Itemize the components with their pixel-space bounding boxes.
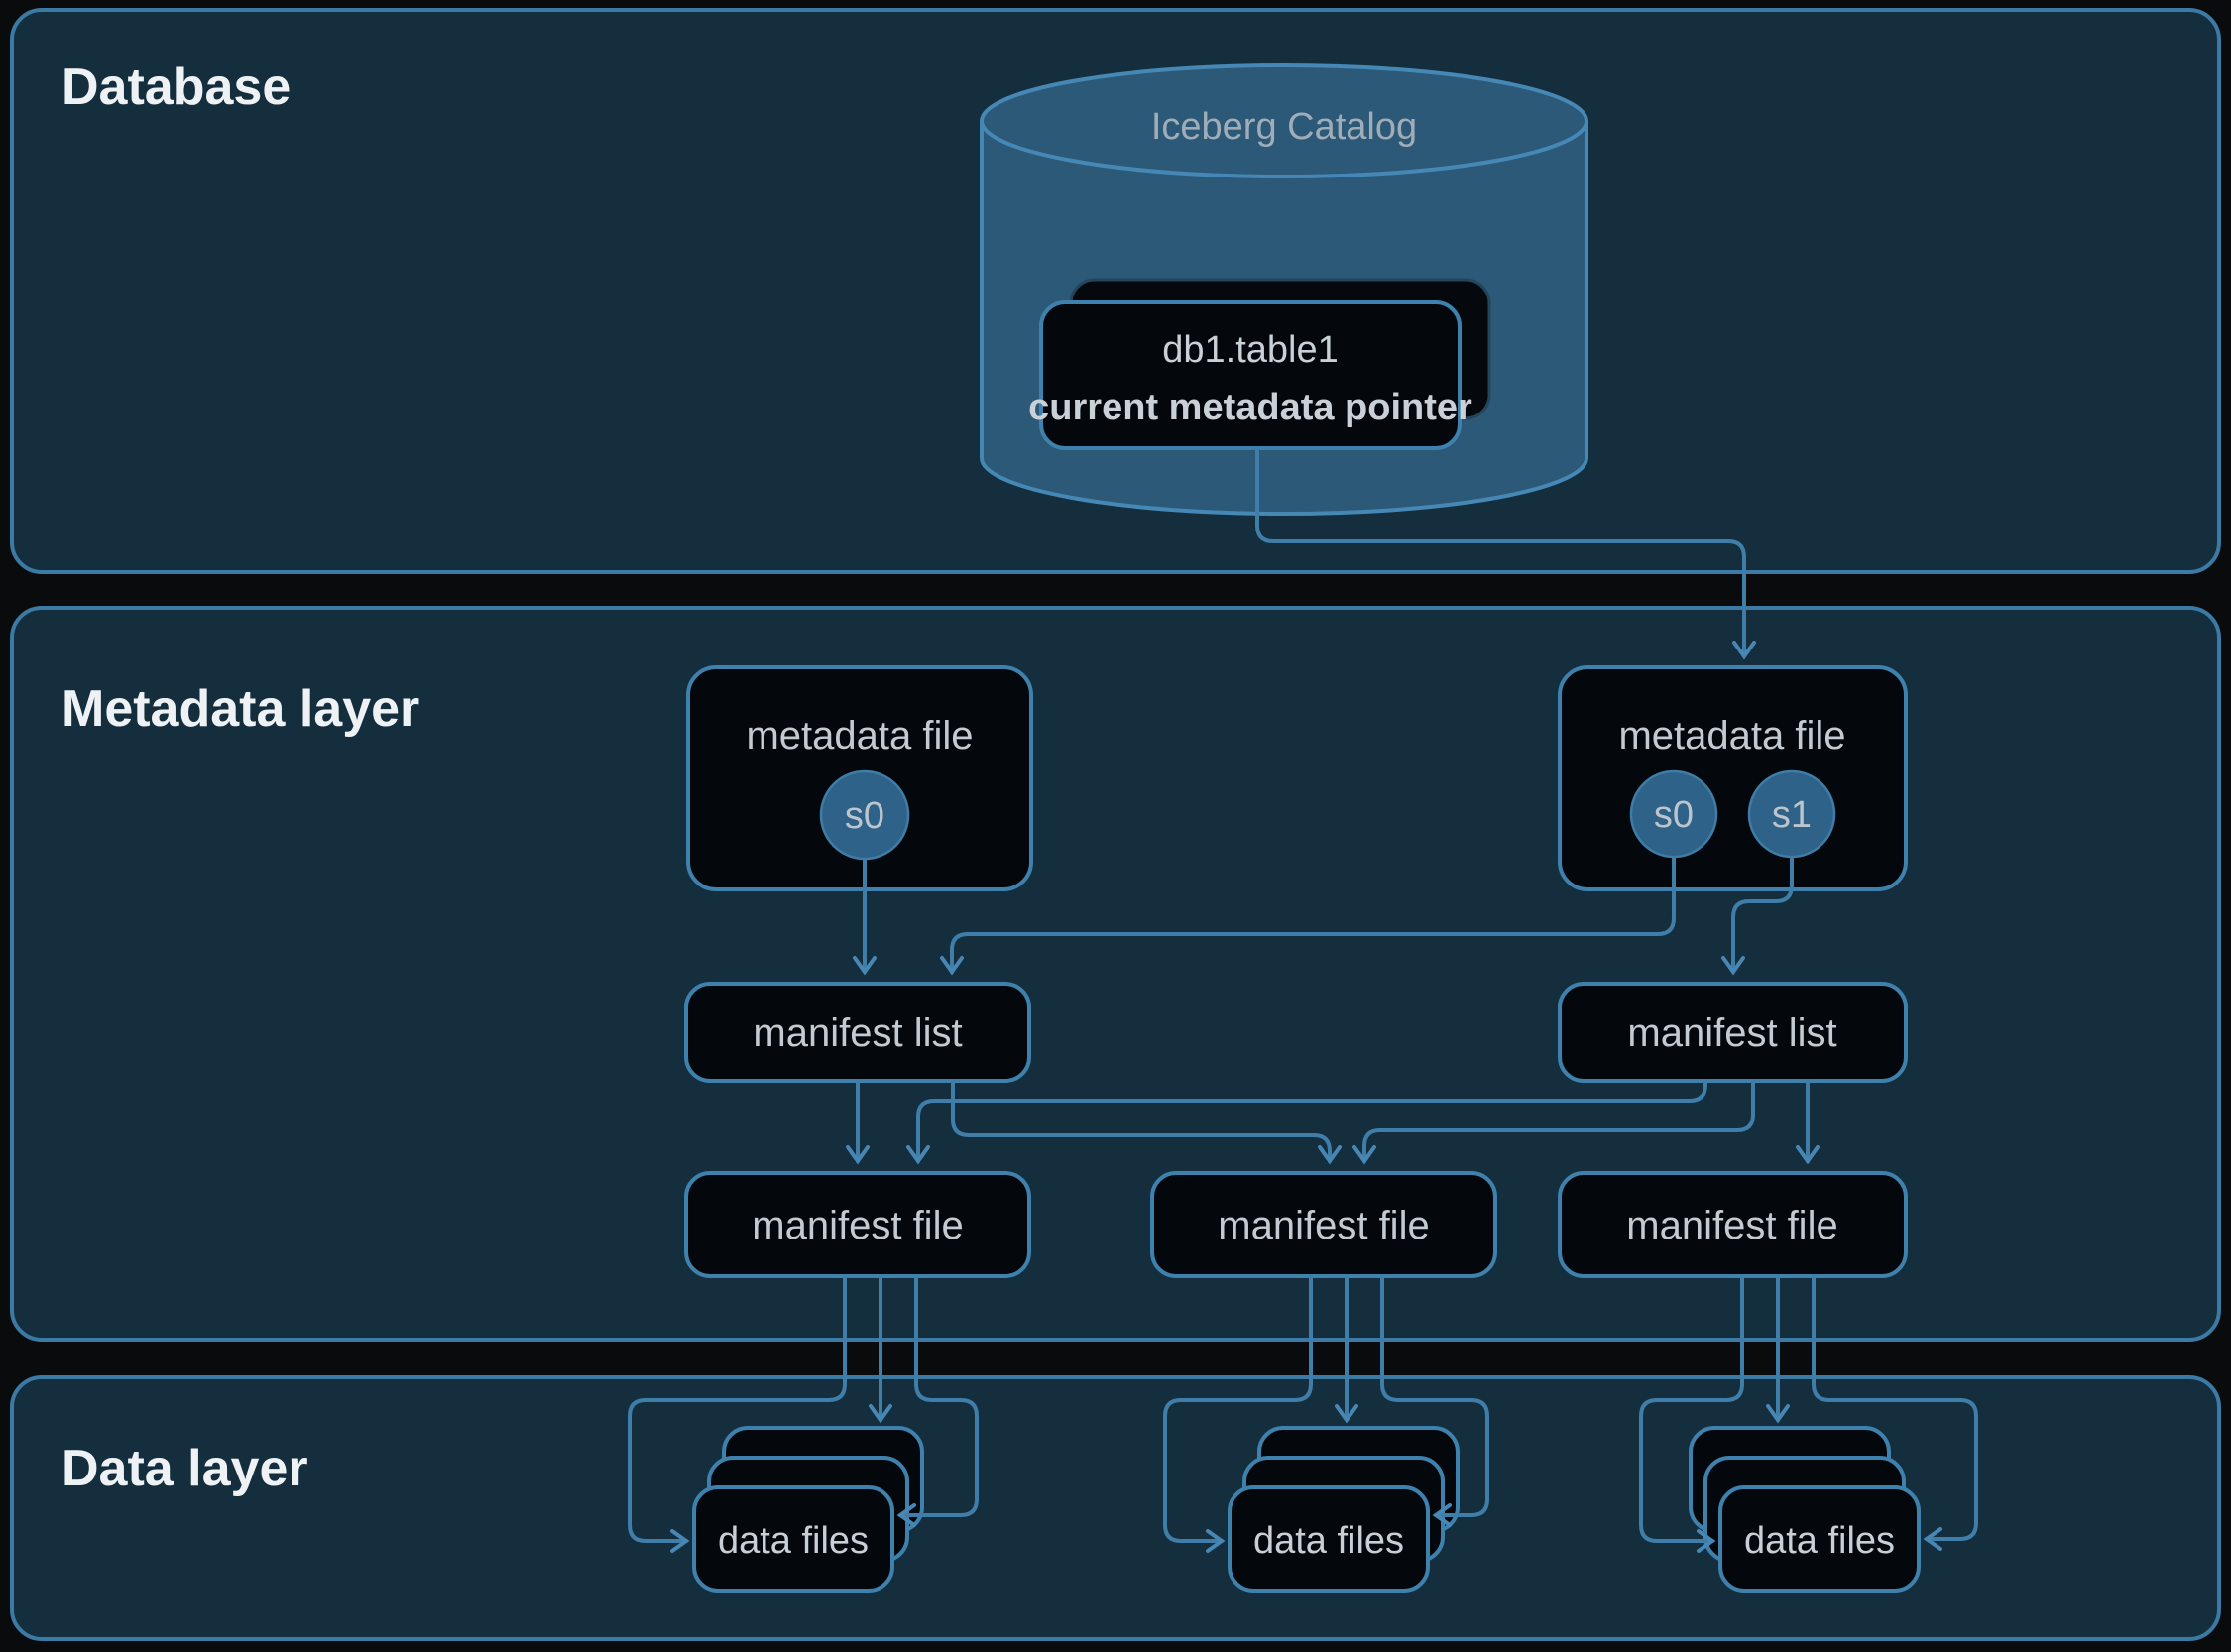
data-files-card-front (1718, 1485, 1921, 1593)
database-section-title: Database (61, 59, 291, 116)
snapshot-s1-label: s1 (1772, 794, 1812, 836)
manifest-file-2-box (1150, 1171, 1497, 1278)
arrow-manifest-list-2-to-manifest-file-1 (906, 1079, 1707, 1165)
arrow-manifest-file-1-to-data-files-left (628, 1274, 847, 1553)
cylinder-top (980, 63, 1588, 178)
arrow-manifest-file-3-to-data-files-right (1812, 1274, 1978, 1551)
manifest-file-3-label: manifest file (1626, 1204, 1837, 1247)
arrow-manifest-list-2-to-manifest-file-2 (1352, 1079, 1755, 1165)
metadata-layer-section-title: Metadata layer (61, 680, 419, 738)
arrow-catalog-to-metadata-file-2 (1255, 446, 1756, 660)
snapshot-s0-label-2: s0 (1654, 794, 1694, 836)
manifest-file-2-label: manifest file (1218, 1204, 1429, 1247)
data-files-stack-1: data files (692, 1426, 924, 1593)
arrow-manifest-list-1-to-manifest-file-2 (951, 1079, 1342, 1165)
data-layer-section-title: Data layer (61, 1440, 308, 1497)
manifest-list-2-label: manifest list (1627, 1011, 1836, 1055)
data-files-card-front (1228, 1485, 1430, 1593)
data-files-3-label: data files (1744, 1520, 1895, 1562)
metadata-file-2-box (1558, 665, 1908, 891)
data-files-1-label: data files (718, 1520, 869, 1562)
manifest-list-1-label: manifest list (753, 1011, 962, 1055)
arrow-manifest-file-2-to-data-files-left (1163, 1274, 1313, 1553)
data-files-stack-2: data files (1228, 1426, 1460, 1593)
arrow-manifest-file-2-to-data-files-right (1380, 1274, 1489, 1527)
manifest-file-1-box (684, 1171, 1031, 1278)
arrow-s1-to-manifest-list-2 (1721, 857, 1794, 976)
current-metadata-pointer-label: current metadata pointer (1028, 387, 1472, 428)
arrow-manifest-file-1-to-data-files-right (896, 1274, 979, 1527)
manifest-file-3-box (1558, 1171, 1908, 1278)
metadata-file-2-label: metadata file (1618, 714, 1845, 758)
iceberg-catalog-label: Iceberg Catalog (1151, 106, 1417, 148)
data-files-stack-3: data files (1689, 1426, 1921, 1593)
table-name-label: db1.table1 (1162, 329, 1339, 371)
arrow-s0b-to-manifest-list-1 (940, 857, 1676, 976)
manifest-list-2-box (1558, 982, 1908, 1083)
manifest-file-1-label: manifest file (752, 1204, 963, 1247)
metadata-file-1-label: metadata file (746, 714, 973, 758)
data-files-2-label: data files (1253, 1520, 1404, 1562)
snapshot-s0-label: s0 (845, 795, 884, 837)
table-pointer-card (1039, 300, 1462, 450)
arrow-manifest-file-3-to-data-files-left (1639, 1274, 1744, 1553)
data-layer-panel (10, 1375, 2221, 1641)
data-files-card-front (692, 1485, 894, 1593)
